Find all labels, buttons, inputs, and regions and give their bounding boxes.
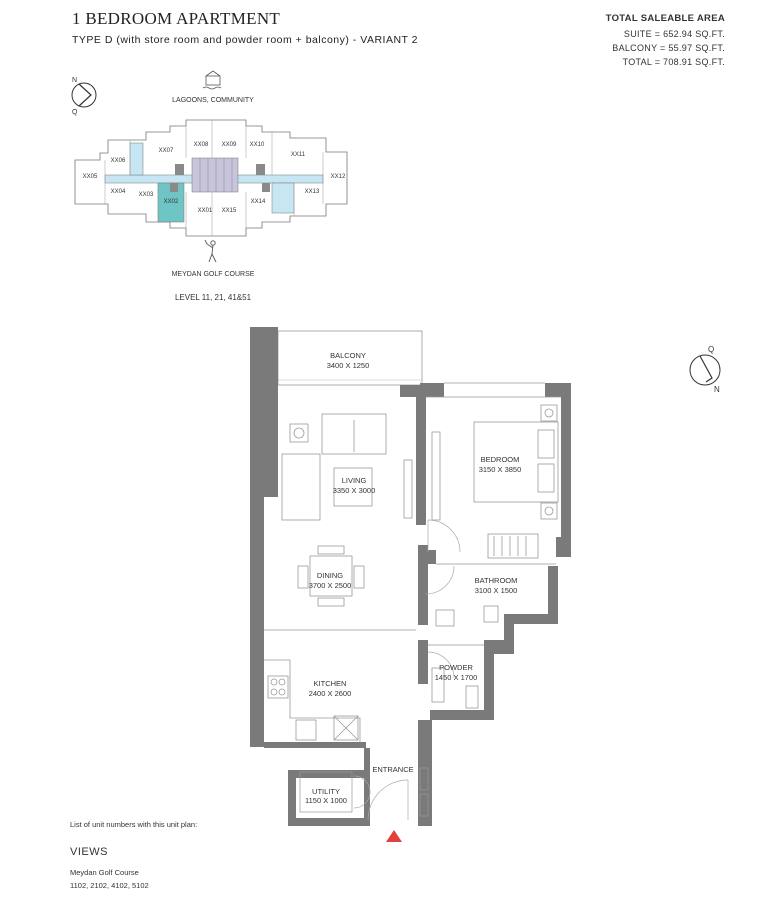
room-labels: BALCONY 3400 X 1250 LIVING 3350 X 3000 B… [305, 351, 521, 805]
living-furniture [281, 413, 413, 521]
unit-label: XX08 [194, 142, 209, 148]
room-name: BALCONY [330, 351, 366, 360]
sink-icon [295, 719, 317, 741]
walls [250, 327, 571, 826]
room-name: BEDROOM [481, 455, 520, 464]
room-dims: 2400 X 2600 [309, 689, 352, 698]
unit-label: XX13 [305, 189, 320, 195]
bed-icon [473, 421, 559, 503]
total-area: TOTAL = 708.91 SQ.FT. [622, 57, 725, 67]
level-label: LEVEL 11, 21, 41&51 [175, 293, 252, 302]
key-compass-n: N [72, 77, 77, 84]
unit-label: XX03 [139, 192, 154, 198]
stair-core [175, 164, 184, 175]
unit-label: XX14 [251, 199, 266, 205]
powder-basin-icon [431, 667, 445, 703]
unit-label: XX05 [83, 174, 98, 180]
partitions [264, 382, 561, 813]
views-heading: VIEWS [70, 846, 108, 858]
unit-label: XX01 [198, 208, 213, 214]
plan-compass-n: N [714, 385, 720, 394]
armchair-icon [281, 453, 321, 521]
cooktop-icon [267, 675, 289, 699]
room-dims: 3700 X 2500 [309, 581, 352, 590]
unit-labels: XX01 XX02 XX03 XX04 XX05 XX06 XX07 XX08 … [83, 142, 346, 214]
room-dims: 3400 X 1250 [327, 361, 370, 370]
unit-label: XX09 [222, 142, 237, 148]
tv-unit-icon [403, 459, 413, 519]
room-name: ENTRANCE [372, 765, 413, 774]
stair-core [170, 183, 178, 192]
area-heading: TOTAL SALEABLE AREA [605, 13, 725, 24]
room-name: LIVING [342, 476, 367, 485]
lagoons-label: LAGOONS, COMMUNITY [172, 97, 254, 104]
room-name: POWDER [439, 663, 473, 672]
unit-type-subtitle: TYPE D (with store room and powder room … [72, 34, 419, 46]
nightstand-icon [540, 404, 558, 422]
sofa-icon [321, 413, 387, 455]
saleable-area-summary: TOTAL SALEABLE AREA SUITE = 652.94 SQ.FT… [606, 12, 725, 69]
unit-numbers: 1102, 2102, 4102, 5102 [70, 881, 149, 890]
washbasin-icon [435, 609, 455, 627]
kitchen-furniture [264, 659, 361, 742]
entrance-marker-icon [386, 830, 402, 842]
room-name: DINING [317, 571, 343, 580]
plan-compass-q: Q [708, 345, 714, 354]
golf-course-label: MEYDAN GOLF COURSE [172, 271, 255, 278]
nightstand-icon [540, 502, 558, 520]
unit-label: XX11 [291, 152, 306, 158]
unit-list-label: List of unit numbers with this unit plan… [70, 820, 198, 829]
unit-label: XX15 [222, 208, 237, 214]
room-name: UTILITY [312, 787, 340, 796]
key-compass-q: Q [72, 109, 78, 116]
room-dims: 1150 X 1000 [305, 796, 347, 805]
lagoon-icon [202, 70, 222, 90]
dining-furniture [297, 545, 365, 607]
unit-label: XX02 [164, 199, 179, 205]
room-dims: 3150 X 3850 [479, 465, 522, 474]
balcony-area: BALCONY = 55.97 SQ.FT. [612, 43, 725, 53]
plan-compass-icon: Q N [689, 345, 721, 394]
unit-label: XX10 [250, 142, 265, 148]
unit-label: XX07 [159, 148, 174, 154]
bathroom-fixtures [431, 605, 499, 709]
key-plan: N Q LAGOONS, COMMUNITY [71, 70, 348, 302]
side-table-icon [289, 423, 309, 443]
room-name: BATHROOM [475, 576, 518, 585]
entrance-panel [419, 767, 429, 817]
toilet-icon [483, 605, 499, 623]
stair-core [262, 183, 270, 192]
room-dims: 3100 X 1500 [475, 586, 518, 595]
core-block [191, 157, 239, 193]
coffee-table-icon [333, 467, 373, 507]
golfer-icon [204, 239, 217, 263]
fridge-icon [333, 715, 359, 741]
key-compass-icon: N Q [71, 77, 97, 116]
view-name: Meydan Golf Course [70, 868, 139, 877]
powder-toilet-icon [465, 685, 479, 709]
unit-label: XX12 [331, 174, 346, 180]
stair-core [256, 164, 265, 175]
unit-label: XX06 [111, 158, 126, 164]
room-dims: 1450 X 1700 [435, 673, 478, 682]
bedroom-furniture [431, 404, 559, 559]
room-dims: 3350 X 3000 [333, 486, 376, 495]
suite-area: SUITE = 652.94 SQ.FT. [623, 29, 725, 39]
door-swings [353, 519, 461, 821]
wardrobe-icon [431, 431, 441, 521]
dining-table-icon [309, 555, 353, 597]
room-name: KITCHEN [314, 679, 347, 688]
page-title: 1 BEDROOM APARTMENT [72, 9, 281, 28]
unit-dividers [104, 120, 324, 236]
unit-label: XX04 [111, 189, 126, 195]
closet-icon [487, 533, 539, 559]
